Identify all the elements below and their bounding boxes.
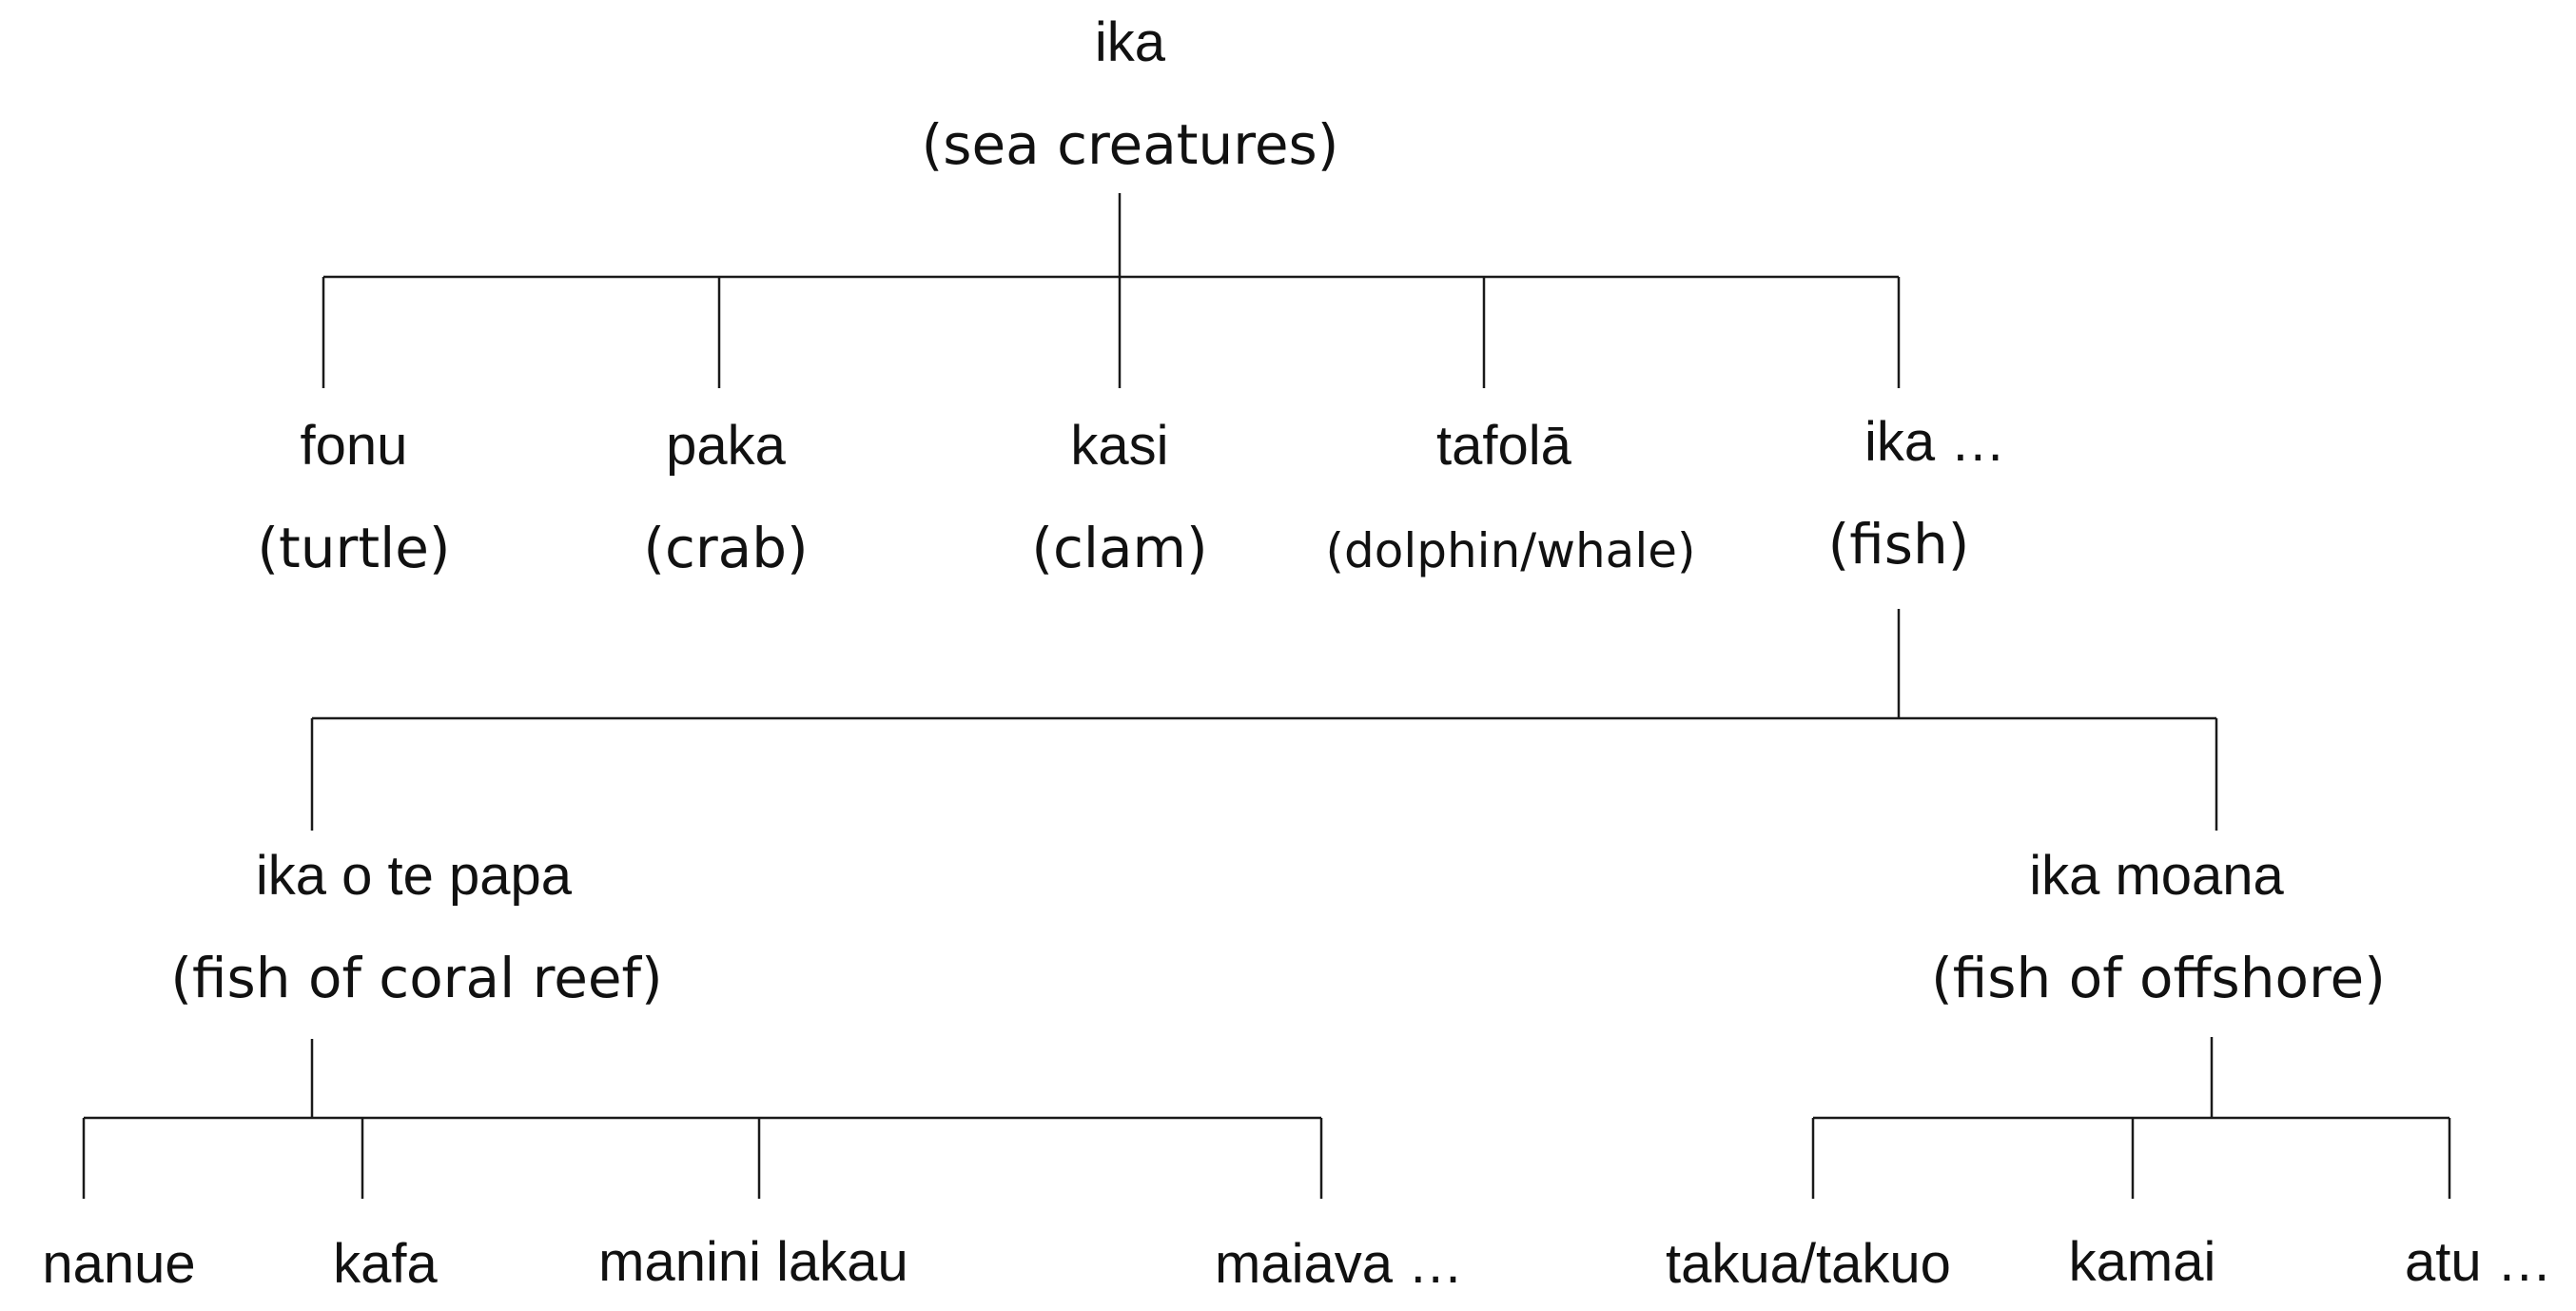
node-term-kasi: kasi — [1070, 415, 1168, 477]
node-gloss-offshore: (fish of offshore) — [1931, 946, 2386, 1010]
node-gloss-fonu: (turtle) — [257, 516, 450, 580]
node-gloss-kasi: (clam) — [1031, 516, 1207, 580]
node-gloss-reef: (fish of coral reef) — [170, 946, 662, 1010]
leaf-term-takua: takua/takuo — [1666, 1233, 1951, 1295]
leaf-term-kafa: kafa — [333, 1233, 438, 1295]
node-term-offshore: ika moana — [2029, 845, 2284, 907]
node-term-paka: paka — [666, 415, 787, 477]
node-gloss-ika-fish: (fish) — [1828, 512, 1970, 577]
node-gloss-paka: (crab) — [643, 516, 808, 580]
leaf-term-nanue: nanue — [42, 1233, 195, 1295]
root-gloss: (sea creatures) — [922, 112, 1339, 177]
node-term-tafola: tafolā — [1436, 415, 1572, 477]
node-term-reef: ika o te papa — [256, 845, 573, 907]
node-gloss-tafola: (dolphin/whale) — [1326, 523, 1696, 578]
node-term-ika-fish: ika … — [1864, 411, 2005, 473]
leaf-term-maiava: maiava … — [1215, 1233, 1463, 1295]
leaf-term-atu: atu … — [2405, 1231, 2552, 1293]
leaf-term-kamai: kamai — [2069, 1231, 2216, 1293]
node-term-fonu: fonu — [301, 415, 408, 477]
leaf-term-manini-lakau: manini lakau — [598, 1231, 908, 1293]
root-term: ika — [1095, 11, 1166, 73]
